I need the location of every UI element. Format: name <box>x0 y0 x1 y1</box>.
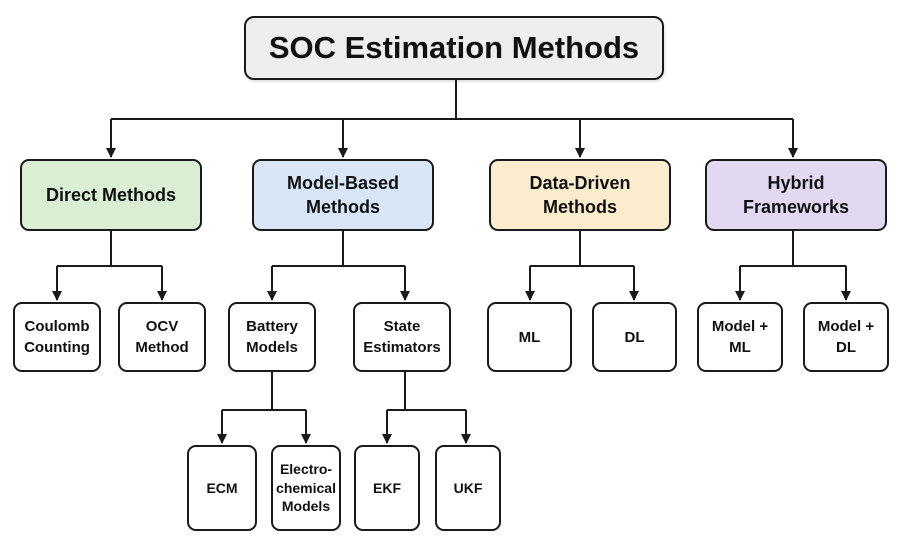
node-ml: ML <box>487 302 572 372</box>
node-ocv-method: OCV Method <box>118 302 206 372</box>
node-ukf: UKF <box>435 445 501 531</box>
node-ekf: EKF <box>354 445 420 531</box>
node-model-plus-ml: Model + ML <box>697 302 783 372</box>
node-dl: DL <box>592 302 677 372</box>
category-direct-methods: Direct Methods <box>20 159 202 231</box>
node-battery-models: Battery Models <box>228 302 316 372</box>
category-hybrid-frameworks: Hybrid Frameworks <box>705 159 887 231</box>
root-node-soc-estimation-methods: SOC Estimation Methods <box>244 16 664 80</box>
category-data-driven-methods: Data-Driven Methods <box>489 159 671 231</box>
node-model-plus-dl: Model + DL <box>803 302 889 372</box>
node-coulomb-counting: Coulomb Counting <box>13 302 101 372</box>
node-ecm: ECM <box>187 445 257 531</box>
category-model-based-methods: Model-Based Methods <box>252 159 434 231</box>
node-state-estimators: State Estimators <box>353 302 451 372</box>
node-electrochemical-models: Electro- chemical Models <box>271 445 341 531</box>
